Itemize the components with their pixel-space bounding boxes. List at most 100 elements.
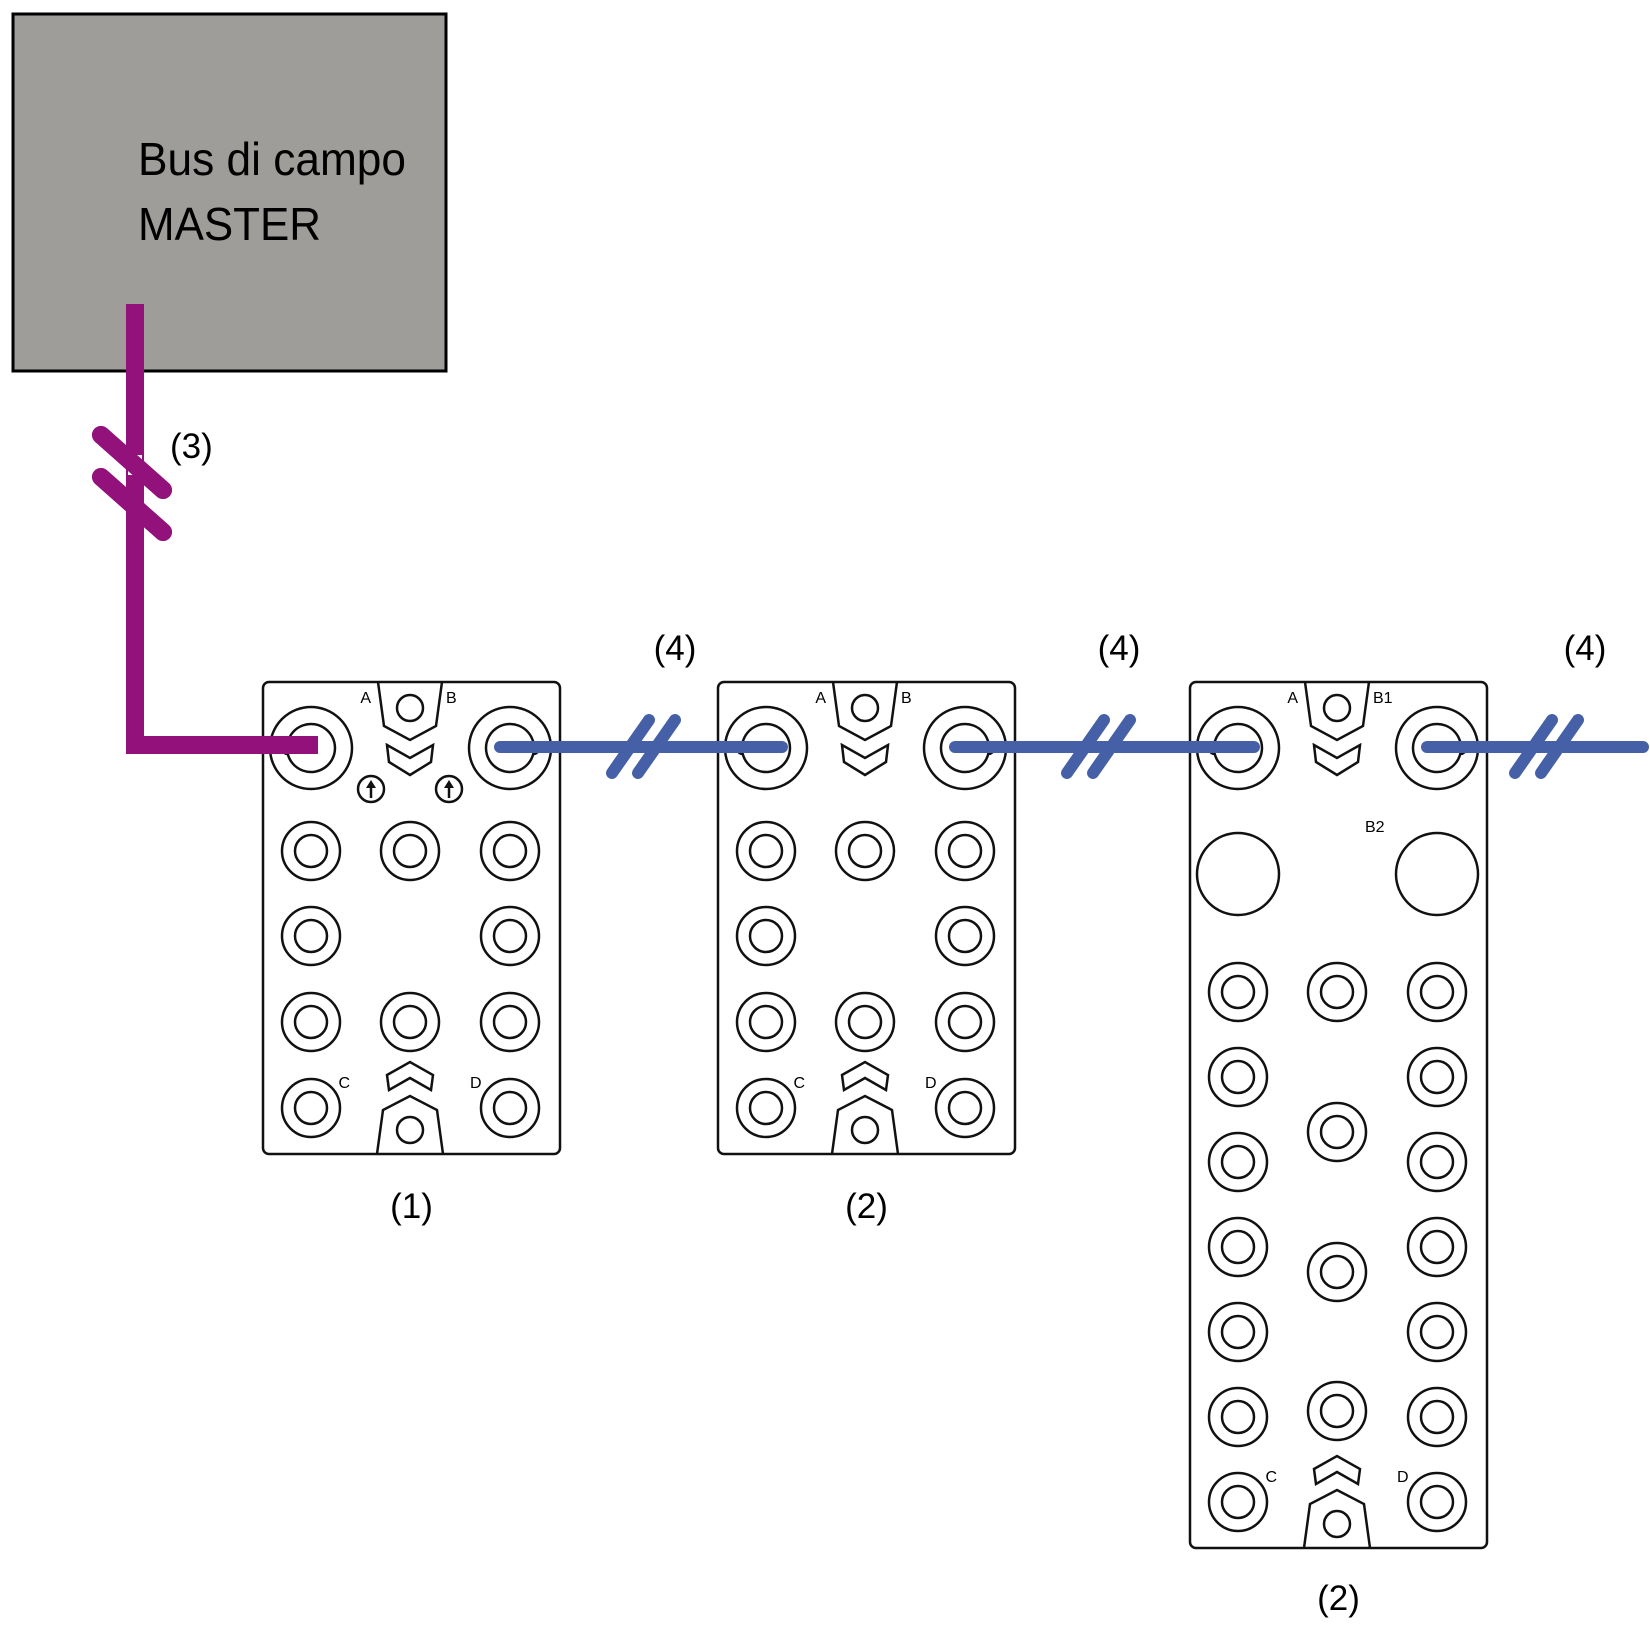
link-cable: (4) [494, 629, 788, 779]
port-outer-ring [934, 991, 996, 1053]
port-outer-ring [934, 820, 996, 882]
port-outer-ring [1406, 1046, 1468, 1108]
io-port [1306, 1101, 1368, 1163]
io-port [379, 820, 441, 882]
port-inner-ring [293, 918, 329, 954]
port-inner-ring [392, 833, 428, 869]
notch-outline [830, 1094, 900, 1155]
cable-break-slash [92, 468, 172, 541]
port-inner-ring [1220, 1484, 1256, 1520]
port-outer-ring [1306, 1380, 1368, 1442]
io-port [280, 991, 342, 1053]
cable-break-slash [1061, 714, 1110, 779]
arrow-circle [356, 774, 386, 804]
port-outer-ring [479, 991, 541, 1053]
bottom-notch [830, 1060, 900, 1155]
io-port [1207, 1046, 1269, 1108]
port-outer-ring [379, 820, 441, 882]
port-label-a: A [360, 690, 371, 707]
port-outer-ring [1406, 1131, 1468, 1193]
port-inner-ring [748, 1004, 784, 1040]
io-port-c [735, 1077, 797, 1139]
port-outer-ring [1406, 1471, 1468, 1533]
notch-hole [850, 693, 880, 723]
port-label-a: A [815, 690, 826, 707]
io-port [1406, 961, 1468, 1023]
chevron-up-icon [1312, 1454, 1362, 1487]
master-box: Bus di campo MASTER [11, 12, 448, 373]
link-cable-label: (4) [1098, 629, 1141, 668]
master-title-line2: MASTER [138, 198, 321, 250]
port-inner-ring [748, 1090, 784, 1126]
notch-hole [1322, 693, 1352, 723]
io-port [1406, 1301, 1468, 1363]
arrow-circle [434, 774, 464, 804]
port-label-b: B [901, 690, 912, 707]
chevron-up-icon [385, 1060, 435, 1093]
port-inner-ring [1319, 1254, 1355, 1290]
port-inner-ring [1220, 1144, 1256, 1180]
cable-break-slash [1535, 714, 1584, 779]
io-port [280, 820, 342, 882]
io-port [1207, 1301, 1269, 1363]
port-outer-ring [479, 820, 541, 882]
io-port [1406, 1131, 1468, 1193]
port-inner-ring [847, 1004, 883, 1040]
port-inner-ring [947, 833, 983, 869]
port-outer-ring [280, 991, 342, 1053]
io-port [1207, 961, 1269, 1023]
port-inner-ring [293, 833, 329, 869]
io-port [834, 991, 896, 1053]
io-port-c [1207, 1471, 1269, 1533]
port-outer-ring [479, 1077, 541, 1139]
port-outer-ring [934, 1077, 996, 1139]
cable-break-slash [92, 426, 172, 499]
link-cable: (4) [949, 629, 1260, 779]
io-port [1306, 1241, 1368, 1303]
port-inner-ring [392, 1004, 428, 1040]
io-port [735, 991, 797, 1053]
notch-hole [395, 693, 425, 723]
bottom-notch [1302, 1454, 1372, 1549]
io-port [834, 820, 896, 882]
fieldbus-cable-line [126, 304, 318, 754]
module-label: (2) [845, 1187, 888, 1226]
chevron-down-icon [840, 742, 890, 777]
chevron-down-icon [385, 742, 435, 777]
port-inner-ring [1419, 974, 1455, 1010]
top-notch [1303, 681, 1371, 777]
port-label-d: D [470, 1075, 482, 1092]
arrow-up-icon [356, 774, 386, 804]
port-outer-ring [1207, 1386, 1269, 1448]
io-port [1406, 1216, 1468, 1278]
io-port [934, 905, 996, 967]
notch-outline [1303, 681, 1371, 742]
io-port-d [934, 1077, 996, 1139]
port-inner-ring [748, 918, 784, 954]
port-inner-ring [1419, 1144, 1455, 1180]
port-outer-ring [735, 1077, 797, 1139]
io-port [735, 820, 797, 882]
chevron-down-icon [1312, 742, 1362, 777]
port-label-d: D [1397, 1469, 1409, 1486]
io-port [1406, 1046, 1468, 1108]
module-label: (2) [1317, 1579, 1360, 1618]
port-outer-ring [1207, 961, 1269, 1023]
port-inner-ring [492, 918, 528, 954]
port-label-b2: B2 [1365, 819, 1385, 836]
io-port [479, 991, 541, 1053]
port-label-d: D [925, 1075, 937, 1092]
port-inner-ring [1220, 1059, 1256, 1095]
port-outer-ring [1306, 1241, 1368, 1303]
io-port [379, 991, 441, 1053]
port-inner-ring [1419, 1059, 1455, 1095]
b2-connector-left [1195, 831, 1281, 917]
master-rect [11, 12, 448, 373]
top-notch [831, 681, 899, 777]
module-links: (4)(4)(4) [494, 629, 1649, 779]
port-label-c: C [1265, 1469, 1277, 1486]
port-outer-ring [934, 905, 996, 967]
